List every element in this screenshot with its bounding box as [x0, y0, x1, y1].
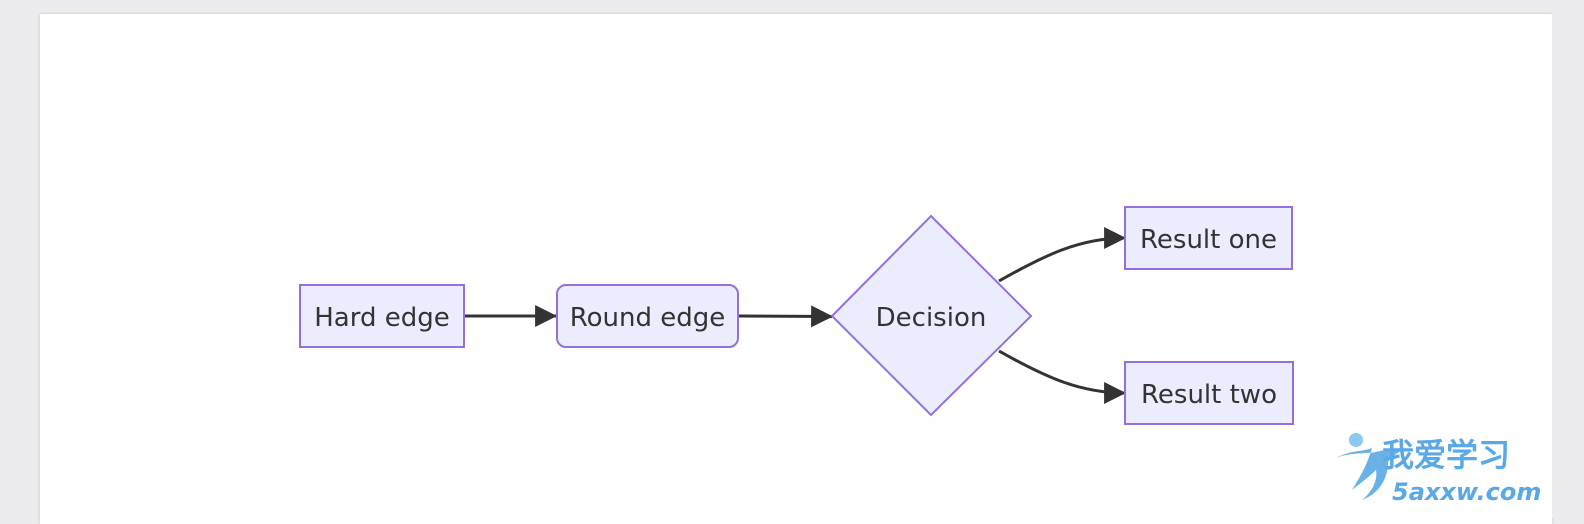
node-result-one[interactable]: Result one [1124, 206, 1293, 270]
node-decision[interactable]: Decision [830, 214, 1033, 417]
watermark-logo: 我爱学习 5axxw.com [1336, 433, 1541, 506]
watermark-url: 5axxw.com [1392, 478, 1541, 506]
edge-decision-to-result-two [998, 349, 1127, 404]
node-hard-edge[interactable]: Hard edge [299, 284, 465, 348]
figure-icon [1336, 433, 1404, 500]
watermark-brand: 我爱学习 [1382, 436, 1510, 474]
node-round-edge-label: Round edge [570, 303, 726, 333]
diagram-canvas [40, 14, 1552, 524]
node-round-edge[interactable]: Round edge [556, 284, 739, 348]
node-decision-label: Decision [876, 303, 987, 333]
node-hard-edge-label: Hard edge [314, 303, 449, 333]
edge-round-to-decision [738, 305, 834, 328]
node-result-one-label: Result one [1140, 225, 1277, 255]
viewer-background [1552, 0, 1584, 518]
node-result-two[interactable]: Result two [1124, 361, 1294, 425]
node-result-two-label: Result two [1141, 380, 1277, 410]
edge-decision-to-result-one [998, 227, 1127, 283]
